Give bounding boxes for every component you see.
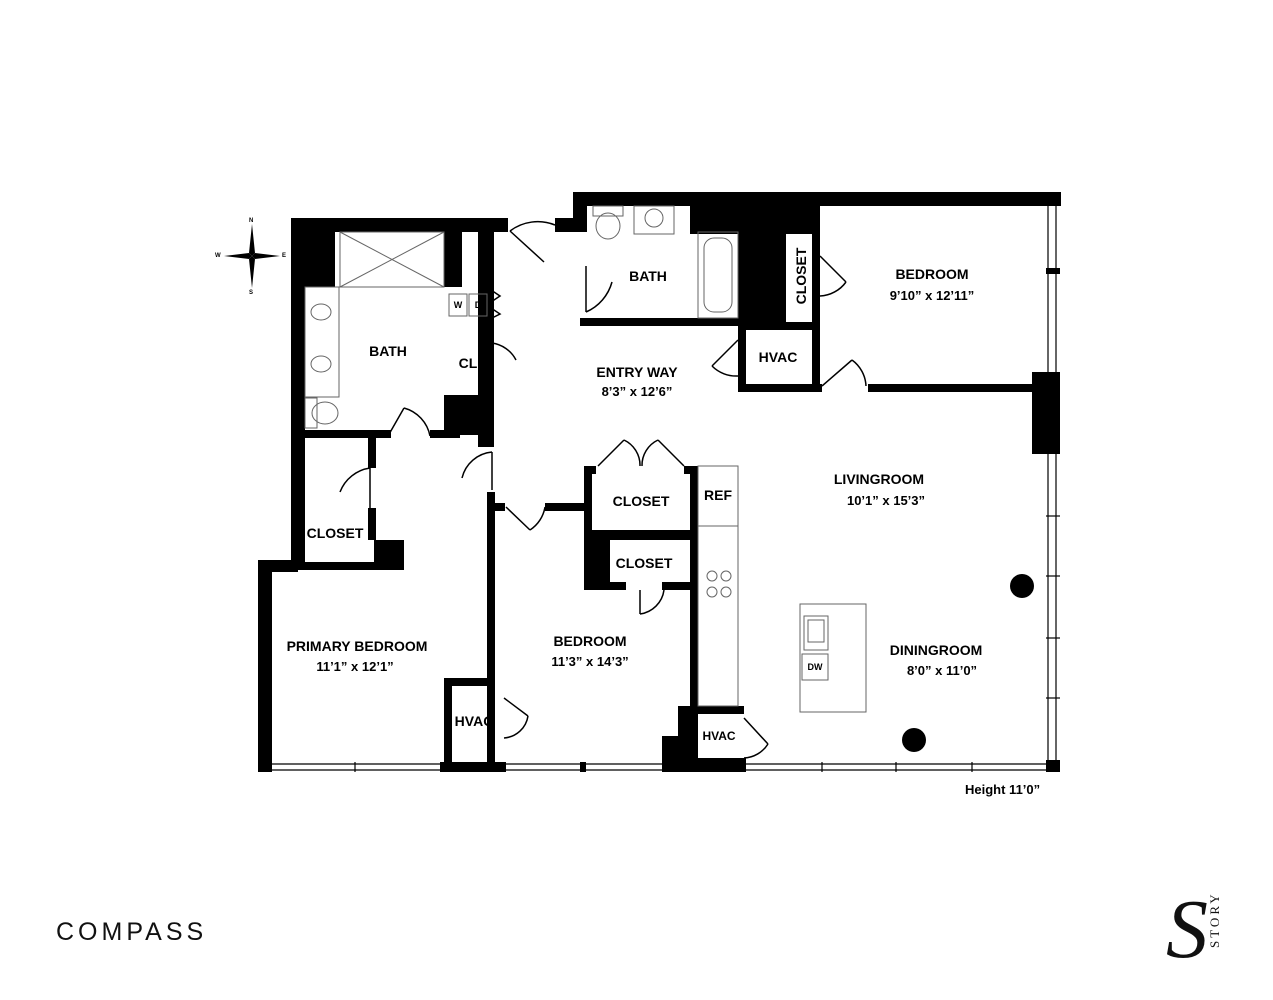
bedroom-ne-dims: 9’10” x 12’11”: [890, 288, 975, 303]
dining-label: DININGROOM: [890, 642, 983, 658]
closet-mid-top-label: CLOSET: [613, 493, 670, 509]
primary-bedroom-label: PRIMARY BEDROOM: [287, 638, 428, 654]
compass-s: S: [249, 290, 253, 296]
story-logo-mark: S: [1166, 883, 1208, 976]
cl-label: CL: [459, 355, 478, 371]
room-labels: BATH CL W D BATH CLOSET BEDROOM 9’10” x …: [215, 218, 982, 743]
living-label: LIVINGROOM: [834, 471, 924, 487]
living-dims: 10’1” x 15’3”: [847, 493, 925, 508]
compass-n: N: [249, 218, 253, 224]
hvac-bottom-right-label: HVAC: [702, 729, 735, 743]
compass-logo: COMPASS: [56, 918, 208, 946]
bedroom-ne-label: BEDROOM: [895, 266, 968, 282]
story-logo-word: STORY: [1207, 891, 1222, 948]
column: [1010, 574, 1034, 598]
closet-mid-bottom-label: CLOSET: [616, 555, 673, 571]
entry-label: ENTRY WAY: [596, 364, 678, 380]
ceiling-height-note: Height 11’0”: [965, 782, 1041, 797]
dryer-label: D: [475, 300, 482, 310]
compass-e: E: [282, 253, 286, 259]
entry-dims: 8’3” x 12’6”: [602, 384, 673, 399]
bath-left-label: BATH: [369, 343, 407, 359]
dishwasher-label: DW: [808, 662, 823, 672]
column: [902, 728, 926, 752]
walls: [258, 192, 1061, 772]
doors: [339, 220, 867, 759]
dining-dims: 8’0” x 11’0”: [907, 663, 977, 678]
bedroom-mid-label: BEDROOM: [553, 633, 626, 649]
windows: [272, 206, 1060, 772]
hvac-bottom-left-label: HVAC: [455, 713, 494, 729]
closet-primary-label: CLOSET: [307, 525, 364, 541]
fixtures: [224, 205, 867, 713]
bedroom-mid-dims: 11’3” x 14’3”: [551, 654, 628, 669]
bath-top-label: BATH: [629, 268, 667, 284]
primary-bedroom-dims: 11’1” x 12’1”: [316, 659, 393, 674]
ref-label: REF: [704, 487, 732, 503]
hvac-top-label: HVAC: [759, 349, 798, 365]
washer-label: W: [454, 300, 463, 310]
closet-vertical-label: CLOSET: [793, 247, 809, 304]
compass-w: W: [215, 253, 221, 259]
